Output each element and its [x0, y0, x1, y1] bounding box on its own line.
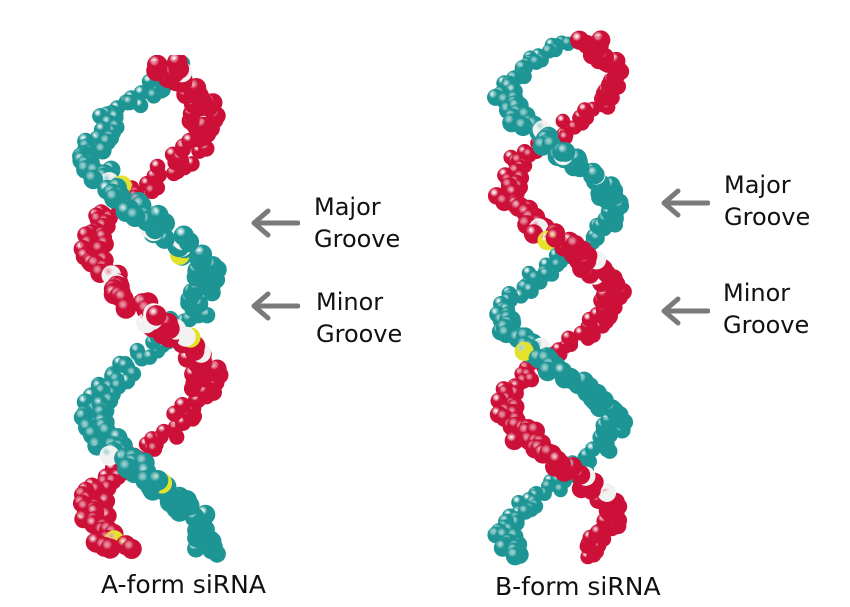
b-form-major-groove-line2: Groove: [724, 203, 811, 231]
a-form-major-groove-arrow-icon: [251, 208, 300, 238]
a-form-major-groove-line1: Major: [314, 193, 381, 221]
b-form-major-groove-arrow-icon: [661, 188, 710, 218]
helix-atom: [146, 441, 163, 457]
b-form-minor-groove-line1: Minor: [723, 279, 791, 307]
a-form-major-groove-label: Major Groove: [314, 191, 400, 255]
helix-atom: [124, 206, 146, 227]
helix-atom: [577, 102, 593, 118]
helix-atom: [553, 482, 568, 498]
helix-atom: [545, 228, 566, 248]
helix-atom: [117, 457, 138, 479]
helix-atom: [585, 165, 605, 185]
helix-atom: [100, 538, 121, 559]
helix-atom: [208, 359, 227, 379]
helix-atom: [156, 423, 172, 440]
helix-atom: [192, 244, 213, 265]
b-form-major-groove-label: Major Groove: [724, 169, 810, 233]
helix-atom: [146, 305, 167, 326]
a-form-minor-groove-line2: Groove: [316, 320, 403, 348]
helix-atom: [174, 397, 191, 414]
helix-atom: [569, 30, 590, 50]
b-form-helix-model: [487, 30, 634, 566]
helix-atom: [591, 30, 611, 50]
helix-atom: [115, 298, 137, 319]
a-form-minor-groove-label: Minor Groove: [316, 286, 402, 350]
helix-atom: [148, 204, 169, 226]
helix-atom: [173, 225, 194, 246]
helix-atom: [167, 55, 188, 73]
a-form-minor-groove-arrow-icon: [251, 291, 300, 321]
helix-atom: [147, 55, 168, 76]
helix-atom: [555, 142, 576, 162]
helix-atom: [552, 361, 573, 382]
helix-atom: [523, 372, 540, 388]
helix-atom: [513, 117, 533, 137]
helix-atom: [121, 538, 142, 559]
helix-atom: [561, 330, 576, 346]
helix-atom: [144, 183, 160, 200]
helix-atom: [505, 547, 525, 566]
a-form-helix-model: [72, 55, 229, 563]
b-form-minor-groove-line2: Groove: [723, 311, 810, 339]
helix-atom: [547, 450, 568, 471]
helix-atom: [504, 431, 524, 451]
helix-atom: [555, 113, 571, 129]
b-form-caption: B-form siRNA: [495, 572, 661, 601]
helix-atom: [149, 158, 166, 175]
helix-atom: [558, 130, 573, 145]
b-form-major-groove-line1: Major: [724, 171, 791, 199]
a-form-caption: A-form siRNA: [101, 570, 266, 599]
helix-atom: [141, 349, 158, 365]
helix-atom: [83, 169, 104, 190]
b-form-minor-groove-arrow-icon: [661, 296, 710, 326]
a-form-major-groove-line2: Groove: [314, 225, 401, 253]
helix-atom: [597, 483, 617, 503]
helix-atom: [146, 88, 162, 104]
helix-atom: [122, 94, 138, 111]
helix-atom: [93, 141, 112, 160]
helix-atom: [565, 235, 585, 255]
b-form-minor-groove-label: Minor Groove: [723, 277, 809, 341]
a-form-minor-groove-line1: Minor: [316, 288, 384, 316]
helix-atom: [537, 361, 558, 382]
helix-atom: [147, 470, 169, 491]
